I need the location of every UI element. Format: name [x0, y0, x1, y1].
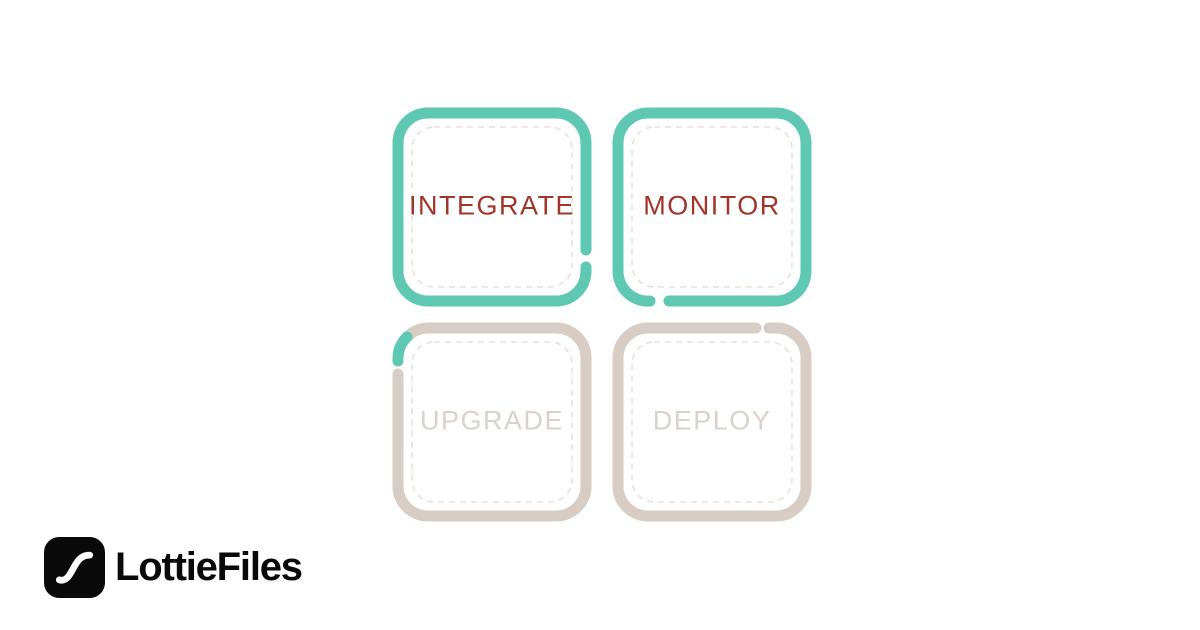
monitor-border-stroke — [612, 107, 812, 307]
deploy-label: DEPLOY — [652, 405, 772, 436]
upgrade-border-stroke — [392, 322, 592, 522]
integrate-border-graphic — [392, 107, 592, 307]
monitor-label: MONITOR — [643, 190, 781, 221]
lottiefiles-wordmark: LottieFiles — [115, 545, 303, 589]
monitor-dashed-border — [631, 126, 793, 288]
integrate-dashed-border — [411, 126, 573, 288]
card-deploy: DEPLOY — [612, 322, 812, 522]
upgrade-label: UPGRADE — [419, 405, 565, 436]
card-upgrade: UPGRADE — [392, 322, 592, 522]
logo-icon-curve — [55, 551, 94, 584]
monitor-border-graphic — [612, 107, 812, 307]
lottie-swash-icon — [44, 537, 105, 598]
card-monitor: MONITOR — [612, 107, 812, 307]
integrate-label: INTEGRATE — [408, 190, 575, 221]
upgrade-border-graphic — [392, 322, 592, 522]
upgrade-dashed-border — [411, 341, 573, 503]
upgrade-progress-tick — [392, 331, 413, 367]
deploy-border-stroke — [612, 322, 812, 522]
card-integrate: INTEGRATE — [392, 107, 592, 307]
deploy-dashed-border — [631, 341, 793, 503]
integrate-border-stroke — [392, 107, 592, 307]
deploy-border-graphic — [612, 322, 812, 522]
lottiefiles-logo: LottieFiles — [44, 537, 303, 598]
